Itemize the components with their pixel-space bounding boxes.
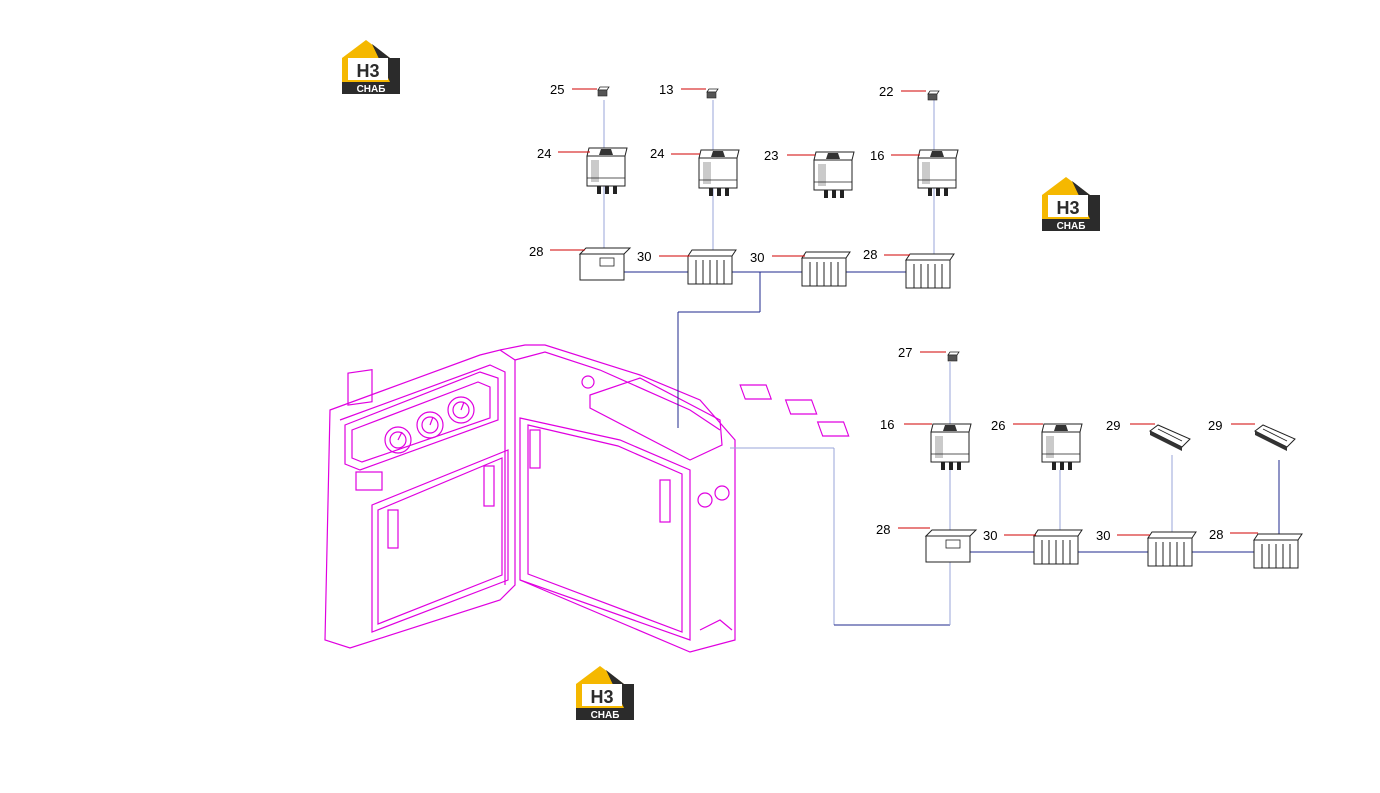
part-cap-27 xyxy=(947,351,960,362)
console-panel xyxy=(324,344,850,653)
svg-text:H3: H3 xyxy=(590,687,613,707)
part-cap-13 xyxy=(706,88,719,99)
part-frame-30 xyxy=(1147,531,1197,567)
callout-label: 16 xyxy=(880,417,894,432)
svg-text:CHAБ: CHAБ xyxy=(1057,221,1086,232)
part-frame-28 xyxy=(905,253,955,289)
part-frame-30 xyxy=(687,249,737,285)
callout-label: 29 xyxy=(1106,418,1120,433)
part-switch-24 xyxy=(586,147,628,195)
callout-label: 28 xyxy=(863,247,877,262)
part-frame-28 xyxy=(925,529,977,563)
callout-label: 30 xyxy=(637,249,651,264)
svg-text:CHAБ: CHAБ xyxy=(357,84,386,95)
part-frame-28 xyxy=(1253,533,1303,569)
callout-label: 25 xyxy=(550,82,564,97)
callout-label: 16 xyxy=(870,148,884,163)
callout-label: 28 xyxy=(876,522,890,537)
callout-label: 24 xyxy=(650,146,664,161)
svg-text:H3: H3 xyxy=(356,61,379,81)
part-switch-24 xyxy=(698,149,740,197)
callout-label: 28 xyxy=(1209,527,1223,542)
svg-text:H3: H3 xyxy=(1056,198,1079,218)
callout-labels: 25 13 22 24 24 23 16 28 30 30 28 27 16 2… xyxy=(529,82,1223,543)
svg-text:CHAБ: CHAБ xyxy=(591,710,620,721)
part-frame-30 xyxy=(801,251,851,287)
leader-lines xyxy=(550,88,1258,536)
part-switch-29 xyxy=(1149,424,1191,452)
part-switch-16 xyxy=(930,423,972,471)
callout-label: 30 xyxy=(1096,528,1110,543)
part-switch-23 xyxy=(813,151,855,199)
callout-label: 22 xyxy=(879,84,893,99)
brand-logo: H3 CHAБ xyxy=(342,40,400,95)
callout-label: 27 xyxy=(898,345,912,360)
callout-label: 23 xyxy=(764,148,778,163)
callout-label: 13 xyxy=(659,82,673,97)
part-switch-26 xyxy=(1041,423,1083,471)
part-frame-28 xyxy=(579,247,631,281)
callout-label: 28 xyxy=(529,244,543,259)
part-switch-16 xyxy=(917,149,959,197)
callout-label: 29 xyxy=(1208,418,1222,433)
callout-label: 30 xyxy=(983,528,997,543)
callout-label: 26 xyxy=(991,418,1005,433)
part-switch-29 xyxy=(1254,424,1296,452)
part-cap-25 xyxy=(597,86,610,97)
part-cap-22 xyxy=(927,90,940,101)
brand-logo: H3 CHAБ xyxy=(1042,177,1100,232)
part-frame-30 xyxy=(1033,529,1083,565)
callout-label: 24 xyxy=(537,146,551,161)
callout-label: 30 xyxy=(750,250,764,265)
brand-logo: H3 CHAБ xyxy=(576,666,634,721)
